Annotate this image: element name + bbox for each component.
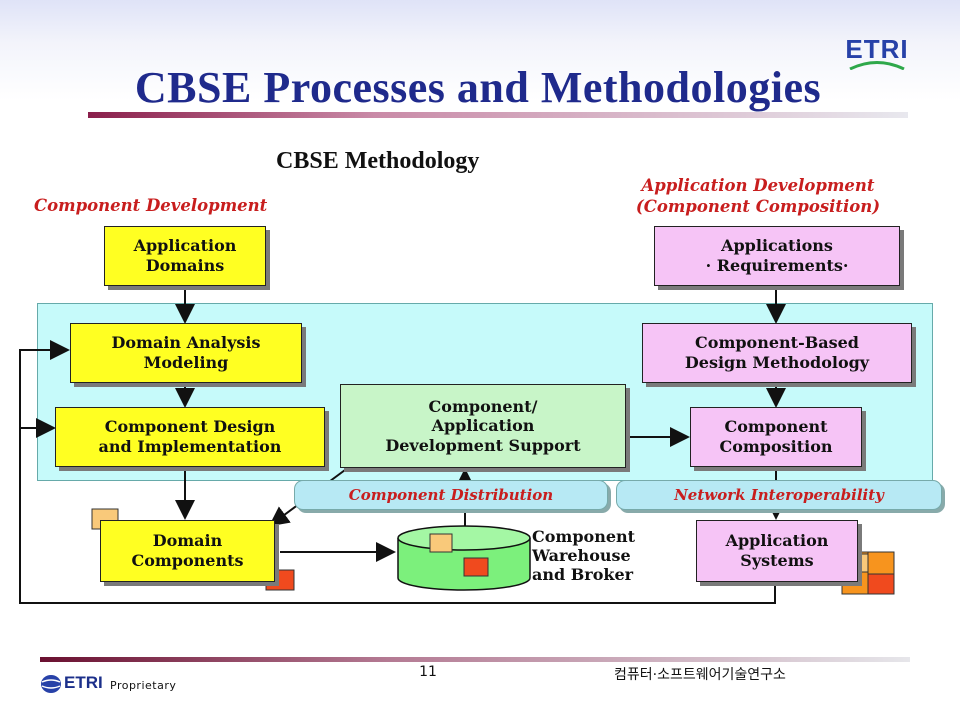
application-development-label: Application Development (Component Compo…	[635, 176, 881, 216]
organization-name: 컴퓨터·소프트웨어기술연구소	[614, 667, 786, 683]
application-domains-box: Application Domains	[104, 226, 266, 286]
applications-requirements-box: Applications · Requirements·	[654, 226, 900, 286]
proprietary-label: Proprietary	[110, 679, 177, 692]
etri-logo: ETRI	[838, 34, 916, 70]
footer-brand: ETRI	[64, 673, 103, 692]
logo-text: ETRI	[845, 34, 909, 64]
warehouse-component-red-icon	[463, 557, 489, 577]
network-interoperability-strip: Network Interoperability	[616, 480, 942, 510]
domain-analysis-box: Domain Analysis Modeling	[70, 323, 302, 383]
warehouse-component-orange-icon	[429, 533, 453, 553]
logo-arc-icon	[849, 61, 905, 70]
domain-components-box: Domain Components	[100, 520, 275, 582]
component-distribution-strip: Component Distribution	[294, 480, 608, 510]
globe-icon	[41, 675, 61, 693]
feedback-loop-outer	[19, 340, 776, 604]
application-systems-box: Application Systems	[696, 520, 858, 582]
warehouse-cylinder-icon	[397, 525, 531, 591]
component-development-label: Component Development	[34, 196, 268, 215]
component-composition-box: Component Composition	[690, 407, 862, 467]
development-support-box: Component/ Application Development Suppo…	[340, 384, 626, 468]
component-design-box: Component Design and Implementation	[55, 407, 325, 467]
diagram-subtitle: CBSE Methodology	[276, 148, 480, 174]
page-number: 11	[419, 664, 437, 680]
footer-divider	[40, 657, 910, 662]
page-title: CBSE Processes and Methodologies	[134, 63, 822, 112]
warehouse-label: Component Warehouse and Broker	[532, 527, 636, 585]
cbd-methodology-box: Component-Based Design Methodology	[642, 323, 912, 383]
title-underline	[88, 112, 908, 118]
